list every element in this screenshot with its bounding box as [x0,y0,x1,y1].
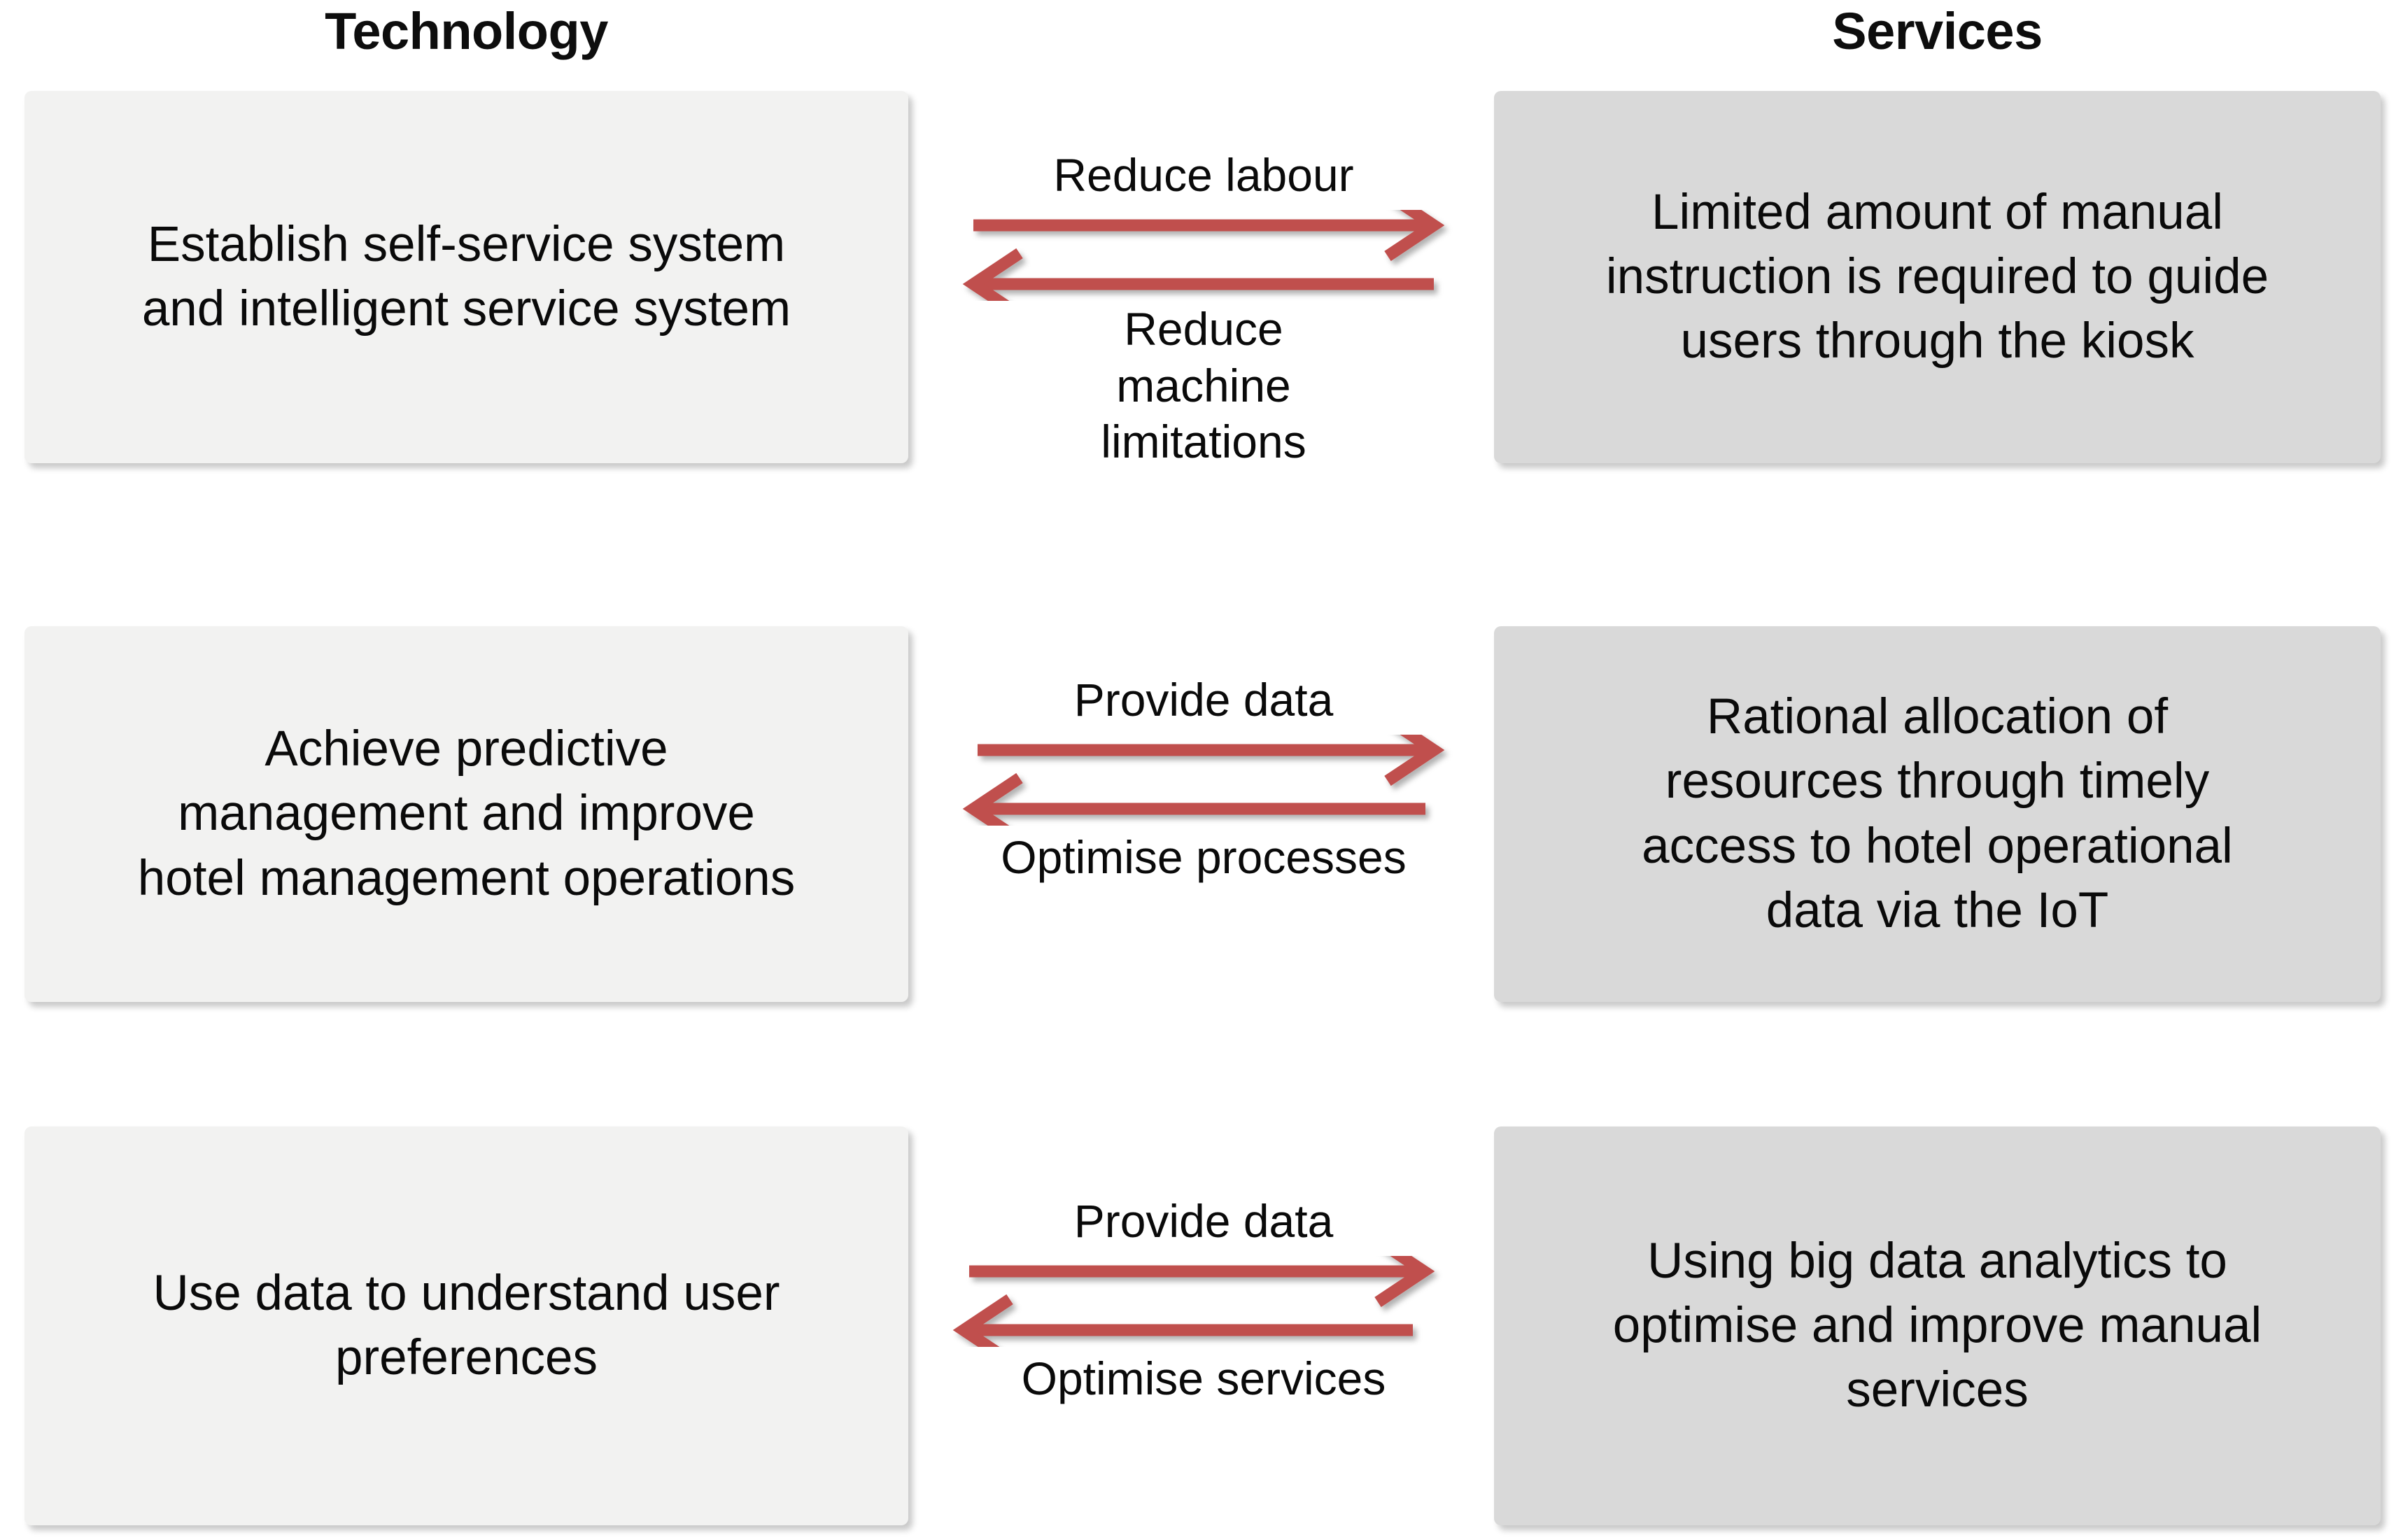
technology-box-row-1: Establish self-service system and intell… [24,91,908,463]
arrow-forward-label-row-3: Provide data [1073,1195,1334,1247]
services-box-row-1: Limited amount of manual instruction is … [1494,91,2381,463]
arrow-group-row-2: Provide data Optimise processes [948,672,1459,952]
services-box-row-3: Using big data analytics to optimise and… [1494,1126,2381,1525]
column-header-services: Services [1832,2,2043,60]
services-box-row-1-text: Limited amount of manual instruction is … [1605,184,2269,369]
services-box-row-3-text: Using big data analytics to optimise and… [1612,1233,2262,1418]
arrow-backward-label-row-2: Optimise processes [1001,831,1407,883]
bidirectional-arrows-row-3 [952,1256,1435,1347]
arrow-forward-label-row-1: Reduce labour [1053,149,1354,201]
technology-box-row-2: Achieve predictive management and improv… [24,626,908,1002]
arrow-group-row-3: Provide data Optimise services [948,1193,1459,1473]
arrow-group-row-1: Reduce labour Reduce machine limitations [948,147,1459,511]
column-header-technology: Technology [325,2,608,60]
services-box-row-2-text: Rational allocation of resources through… [1642,688,2233,938]
technology-box-row-3: Use data to understand user preferences [24,1126,908,1525]
arrow-forward-label-row-2: Provide data [1073,674,1334,726]
bidirectional-arrows-row-2 [962,735,1445,826]
bidirectional-arrows-row-1 [962,210,1445,301]
services-box-row-2: Rational allocation of resources through… [1494,626,2381,1002]
arrow-backward-label-row-1: Reduce machine limitations [1101,303,1306,468]
technology-box-row-1-text: Establish self-service system and intell… [141,216,791,337]
technology-box-row-3-text: Use data to understand user preferences [153,1265,780,1385]
arrow-backward-label-row-3: Optimise services [1021,1352,1386,1404]
technology-box-row-2-text: Achieve predictive management and improv… [137,721,796,906]
